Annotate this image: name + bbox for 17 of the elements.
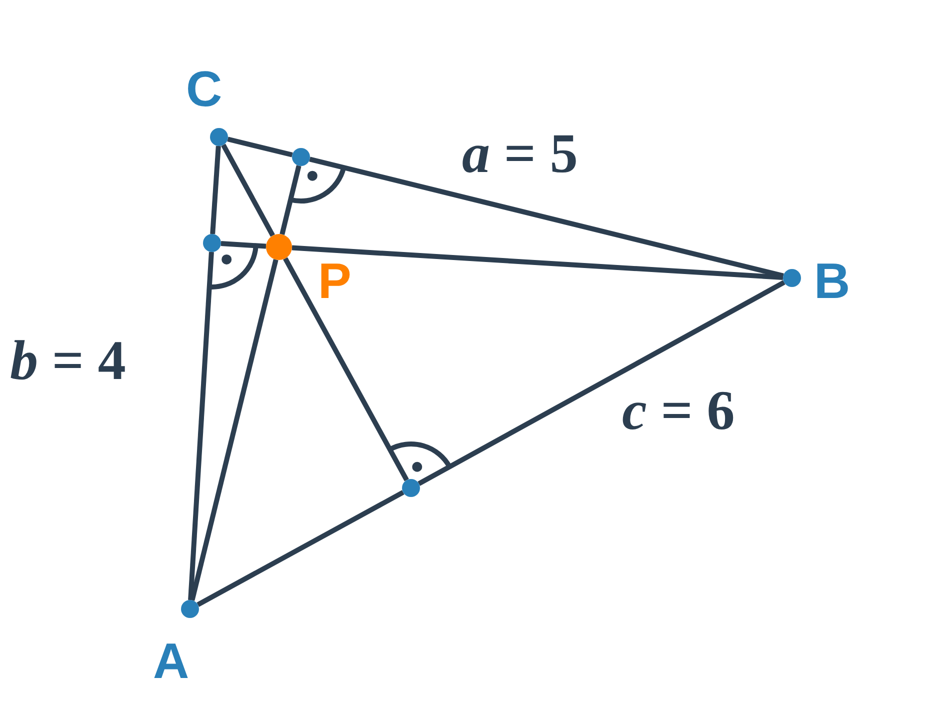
- line-segment: [210, 146, 221, 234]
- side-length-label: a = 5: [462, 126, 578, 182]
- line-segment: [196, 490, 404, 607]
- line-segment: [418, 280, 786, 486]
- side-length-label: c = 6: [622, 383, 735, 439]
- line-segment: [227, 136, 293, 158]
- line-segment: [283, 257, 409, 482]
- point-label: A: [153, 636, 190, 686]
- point-label: C: [186, 64, 222, 114]
- side-length-label: b = 4: [10, 333, 126, 389]
- line-segment: [292, 245, 784, 280]
- line-segment: [188, 252, 214, 600]
- point-label: P: [318, 256, 352, 306]
- point-label: B: [814, 256, 850, 306]
- line-segment: [221, 144, 275, 237]
- line-segment: [220, 241, 266, 249]
- line-segment: [280, 165, 302, 235]
